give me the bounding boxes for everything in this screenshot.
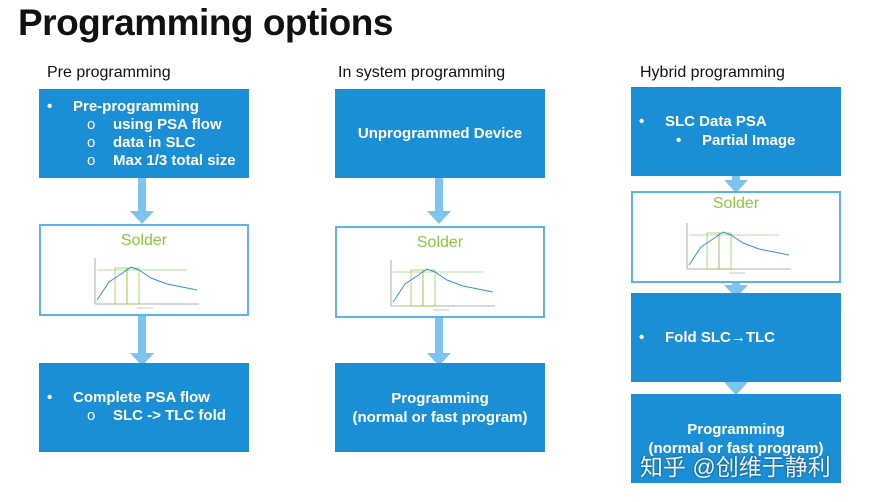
sub-bullet: o Max 1/3 total size: [87, 152, 236, 169]
bullet-mark: •: [676, 132, 682, 149]
bullet-mark: •: [639, 329, 645, 346]
sub-bullet-text: Max 1/3 total size: [113, 152, 236, 169]
bullet-mark: •: [47, 389, 53, 406]
reflow-profile-thumbnail: [686, 223, 791, 274]
down-arrow: [724, 283, 748, 298]
pre-programming-label: Pre-programming: [73, 98, 199, 115]
pre-programming-bullet: • Pre-programming: [47, 98, 199, 115]
fold-slc-tlc-bullet: • Fold SLC→TLC: [639, 329, 775, 346]
complete-psa-box: • Complete PSA flow o SLC -> TLC fold: [39, 363, 249, 452]
hybrid-programming-box: Programming (normal or fast program): [631, 394, 841, 483]
down-arrow: [427, 178, 451, 224]
slc-data-psa-label: SLC Data PSA: [665, 113, 767, 130]
bullet-mark: •: [639, 113, 645, 130]
unprogrammed-device-label: Unprogrammed Device: [357, 125, 523, 142]
sub-bullet: o SLC -> TLC fold: [87, 407, 226, 424]
partial-image-label: Partial Image: [702, 132, 796, 149]
solder-profile-panel: Solder: [335, 226, 545, 318]
sub-bullet: o using PSA flow: [87, 116, 222, 133]
solder-label: Solder: [712, 195, 760, 212]
complete-psa-bullet: • Complete PSA flow: [47, 389, 210, 406]
fold-slc-tlc-label: Fold SLC→TLC: [665, 329, 775, 346]
programming-box: Programming (normal or fast program): [335, 363, 545, 452]
slide-title: Programming options: [18, 2, 393, 43]
solder-label: Solder: [416, 234, 464, 251]
pre-programming-heading: Pre programming: [47, 64, 171, 81]
solder-label: Solder: [120, 232, 168, 249]
unprogrammed-device-box: Unprogrammed Device: [335, 89, 545, 178]
complete-psa-label: Complete PSA flow: [73, 389, 210, 406]
solder-profile-panel: Solder: [631, 191, 841, 283]
down-arrow: [427, 318, 451, 366]
fold-slc-tlc-box: • Fold SLC→TLC: [631, 293, 841, 382]
programming-label: Programming: [391, 389, 489, 407]
pre-programming-box: • Pre-programming o using PSA flow o dat…: [39, 89, 249, 178]
sub-bullet-text: data in SLC: [113, 134, 196, 151]
programming-mode-label: (normal or fast program): [648, 439, 824, 457]
down-arrow: [724, 382, 748, 395]
down-arrow: [724, 176, 748, 193]
slc-data-psa-bullet: • SLC Data PSA: [639, 113, 767, 130]
bullet-mark: •: [47, 98, 53, 115]
sub-bullet-text: SLC -> TLC fold: [113, 407, 226, 424]
partial-image-bullet: • Partial Image: [676, 132, 795, 149]
down-arrow: [130, 316, 154, 366]
hybrid-programming-heading: Hybrid programming: [640, 64, 785, 81]
programming-label: Programming: [687, 420, 785, 438]
slc-data-psa-box: • SLC Data PSA • Partial Image: [631, 87, 841, 176]
sub-bullet-text: using PSA flow: [113, 116, 222, 133]
sub-bullet: o data in SLC: [87, 134, 196, 151]
solder-profile-panel: Solder: [39, 224, 249, 316]
reflow-profile-thumbnail: [94, 258, 199, 309]
reflow-profile-thumbnail: [390, 260, 495, 311]
watermark-text: 知乎 @创维于静利: [640, 454, 831, 480]
down-arrow: [130, 178, 154, 224]
programming-mode-label: (normal or fast program): [352, 408, 528, 426]
in-system-programming-heading: In system programming: [338, 64, 506, 81]
